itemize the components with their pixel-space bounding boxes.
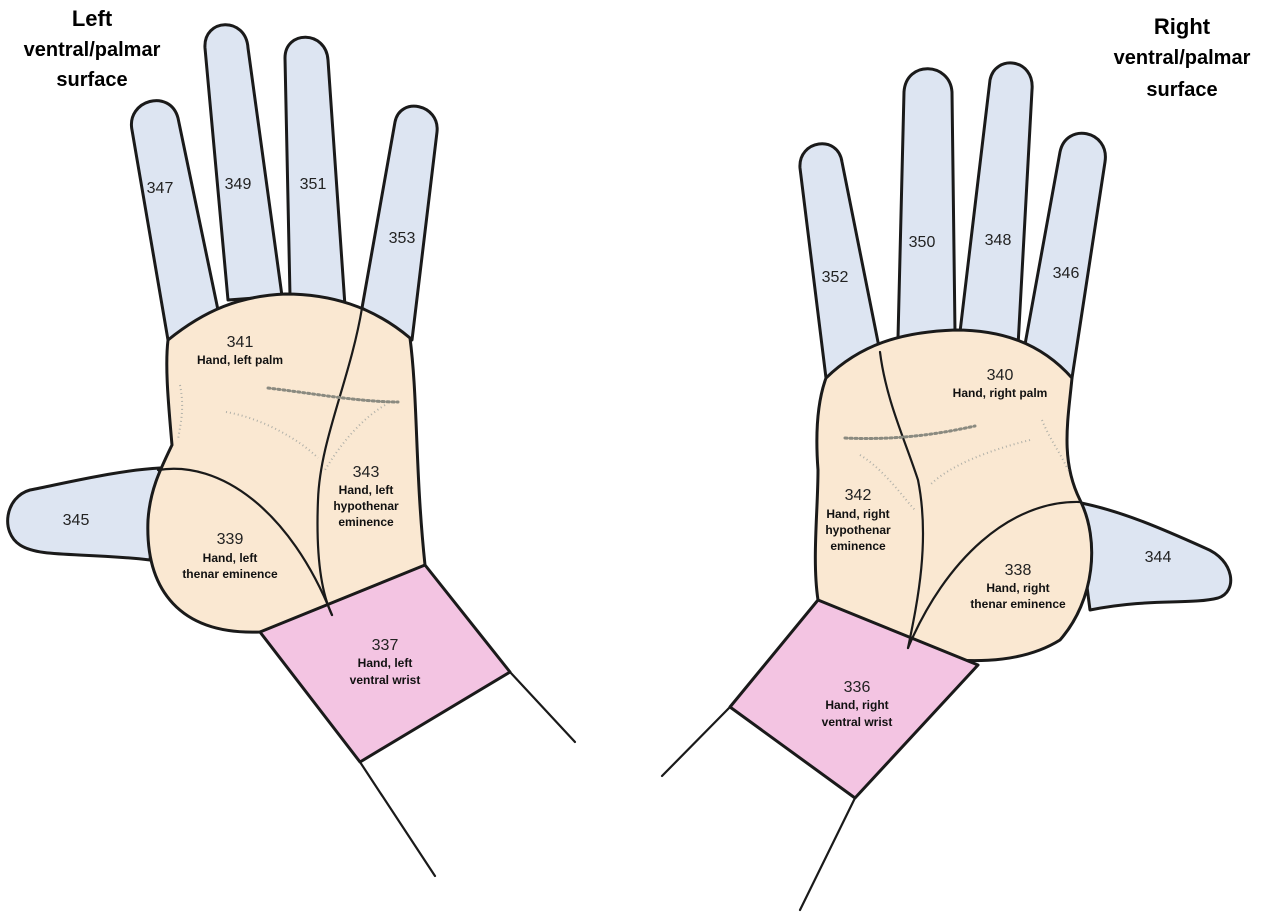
- label-343-text-1: Hand, left: [339, 483, 394, 497]
- left-forearm-line-inner: [510, 672, 575, 742]
- label-341-text: Hand, left palm: [197, 353, 283, 367]
- left-finger-353: [362, 106, 437, 340]
- label-340: 340: [987, 367, 1014, 384]
- label-342: 342: [845, 487, 872, 504]
- left-title-line-2: ventral/palmar: [24, 39, 161, 61]
- label-351: 351: [300, 176, 327, 193]
- label-342-text-1: Hand, right: [826, 507, 889, 521]
- left-finger-349: [205, 25, 282, 300]
- label-338: 338: [1005, 562, 1032, 579]
- left-finger-347: [131, 101, 218, 340]
- label-344: 344: [1145, 549, 1172, 566]
- left-title: Left ventral/palmar surface: [24, 6, 161, 91]
- label-337: 337: [372, 637, 399, 654]
- label-343: 343: [353, 464, 380, 481]
- right-title-line-2: ventral/palmar: [1114, 47, 1251, 69]
- label-339-text-1: Hand, left: [203, 551, 258, 565]
- label-342-text-2: hypothenar: [825, 523, 891, 537]
- label-340-text: Hand, right palm: [953, 386, 1048, 400]
- label-350: 350: [909, 234, 936, 251]
- label-346: 346: [1053, 265, 1080, 282]
- label-349: 349: [225, 176, 252, 193]
- left-finger-351: [285, 37, 345, 306]
- label-338-text-2: thenar eminence: [970, 597, 1066, 611]
- right-finger-350: [898, 69, 955, 338]
- right-finger-352: [800, 144, 880, 378]
- right-forearm-line-outer: [662, 707, 730, 776]
- label-336-text-1: Hand, right: [825, 698, 888, 712]
- label-341: 341: [227, 334, 254, 351]
- label-336: 336: [844, 679, 871, 696]
- label-343-text-2: hypothenar: [333, 499, 399, 513]
- label-343-text-3: eminence: [338, 515, 394, 529]
- right-finger-346: [1024, 133, 1105, 378]
- label-336-text-2: ventral wrist: [822, 715, 893, 729]
- right-finger-348: [960, 63, 1032, 346]
- label-348: 348: [985, 232, 1012, 249]
- label-353: 353: [389, 230, 416, 247]
- left-title-line-1: Left: [72, 6, 113, 31]
- label-338-text-1: Hand, right: [986, 581, 1049, 595]
- label-337-text-1: Hand, left: [358, 656, 413, 670]
- label-347: 347: [147, 180, 174, 197]
- left-title-line-3: surface: [56, 69, 127, 91]
- left-hand: [8, 25, 575, 876]
- label-352: 352: [822, 269, 849, 286]
- right-title: Right ventral/palmar surface: [1114, 14, 1251, 101]
- right-hand: [662, 63, 1231, 910]
- label-339: 339: [217, 531, 244, 548]
- label-342-text-3: eminence: [830, 539, 886, 553]
- right-title-line-3: surface: [1146, 79, 1217, 101]
- label-339-text-2: thenar eminence: [182, 567, 278, 581]
- left-forearm-line-outer: [360, 762, 435, 876]
- label-345: 345: [63, 512, 90, 529]
- label-337-text-2: ventral wrist: [350, 673, 421, 687]
- right-title-line-1: Right: [1154, 14, 1211, 39]
- right-forearm-line-inner: [800, 798, 855, 910]
